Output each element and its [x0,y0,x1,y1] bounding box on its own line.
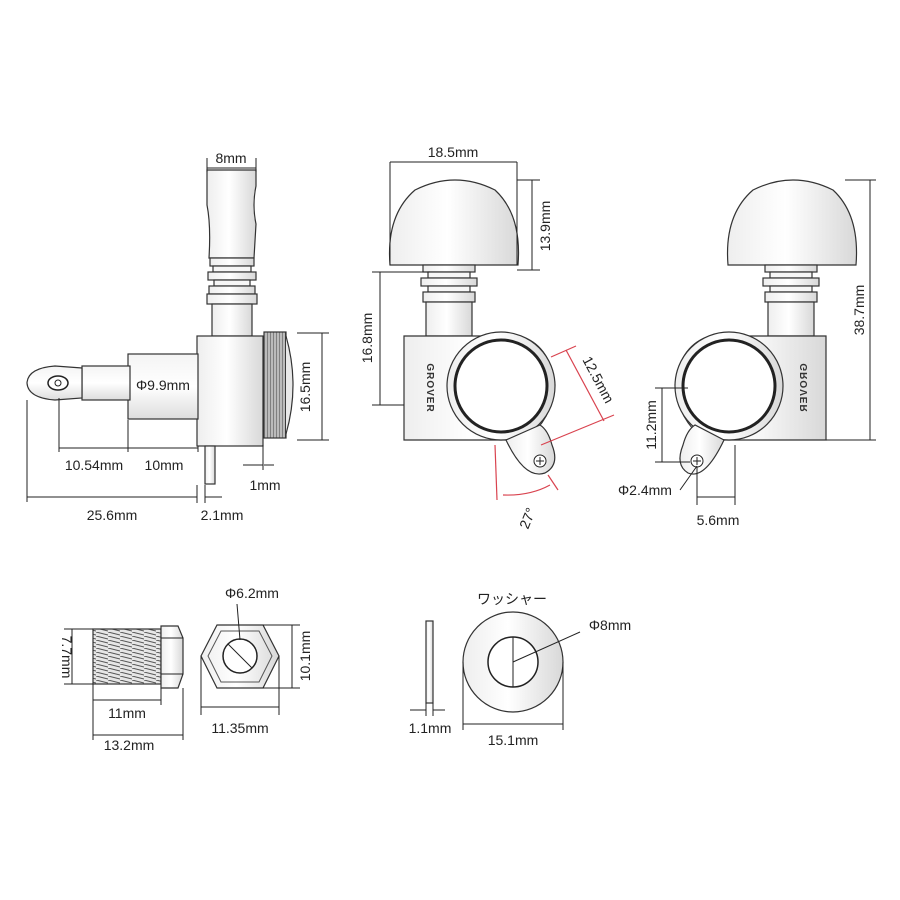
dim-washer-inner-diameter: Φ8mm [589,617,631,633]
dim-gear-gap: 1mm [249,477,280,493]
nut-view: Φ6.2mm 10.1mm 11.35mm [200,585,313,736]
gear-housing-inner [453,338,549,434]
dim-screw-height: 11.2mm [643,400,659,450]
washer-title: ワッシャー [477,591,547,607]
washer-side [425,620,434,704]
dim-button-height: 13.9mm [537,201,553,252]
dim-housing-diameter: 12.5mm [579,354,617,406]
washer-view: ワッシャー Φ8mm 1.1mm 15.1mm [409,591,632,748]
tuner-button [206,169,257,259]
tuner-button-round-back [726,179,858,266]
dim-button-width: 18.5mm [428,144,479,160]
dim-total-height: 38.7mm [851,285,867,336]
dim-body-height: 16.8mm [359,313,375,364]
brand-logo: GROVER [424,363,435,412]
knurled-knob [263,331,287,439]
bushing-flange [160,625,184,689]
bushing-thread [92,628,162,685]
brand-logo-back: GROVER [799,363,810,412]
gear-housing-inner-back [681,338,777,434]
dim-bushing-offset: 2.1mm [201,507,244,523]
dim-total-length: 25.6mm [87,507,138,523]
dim-post-length: 10.54mm [65,457,123,473]
dim-shaft-diameter: Φ9.9mm [136,377,190,393]
dim-nut-inner-diameter: Φ6.2mm [225,585,279,601]
front-view: GROVER 18.5mm 13.9mm 16.8mm 12.5mm 27° [359,144,617,531]
housing [196,335,264,447]
dim-screw-hole-diameter: Φ2.4mm [618,482,672,498]
dim-nut-width: 11.35mm [211,720,268,736]
dim-shaft-length: 10mm [145,457,184,473]
dim-angle: 27° [516,505,539,531]
dim-washer-outer-diameter: 15.1mm [488,732,539,748]
dim-top-width: 8mm [215,150,246,166]
back-view: GROVER 38.7mm 11.2mm Φ2.4mm 5.6mm [618,179,876,528]
dim-height: 16.5mm [297,362,313,413]
dim-bushing-height: 7.7mm [59,636,75,679]
dim-thread-length: 11mm [108,705,146,721]
dim-nut-height: 10.1mm [297,631,313,682]
dim-washer-thickness: 1.1mm [409,720,452,736]
tuner-button-round [388,179,520,266]
dim-screw-offset: 5.6mm [697,512,740,528]
shaft [127,353,199,420]
dim-bushing-total-length: 13.2mm [104,737,155,753]
bushing-view: 7.7mm 11mm 13.2mm [59,625,184,753]
side-view: 8mm Φ9.9mm 16.5mm 10.54mm 10mm 1mm 25.6m… [26,150,329,523]
